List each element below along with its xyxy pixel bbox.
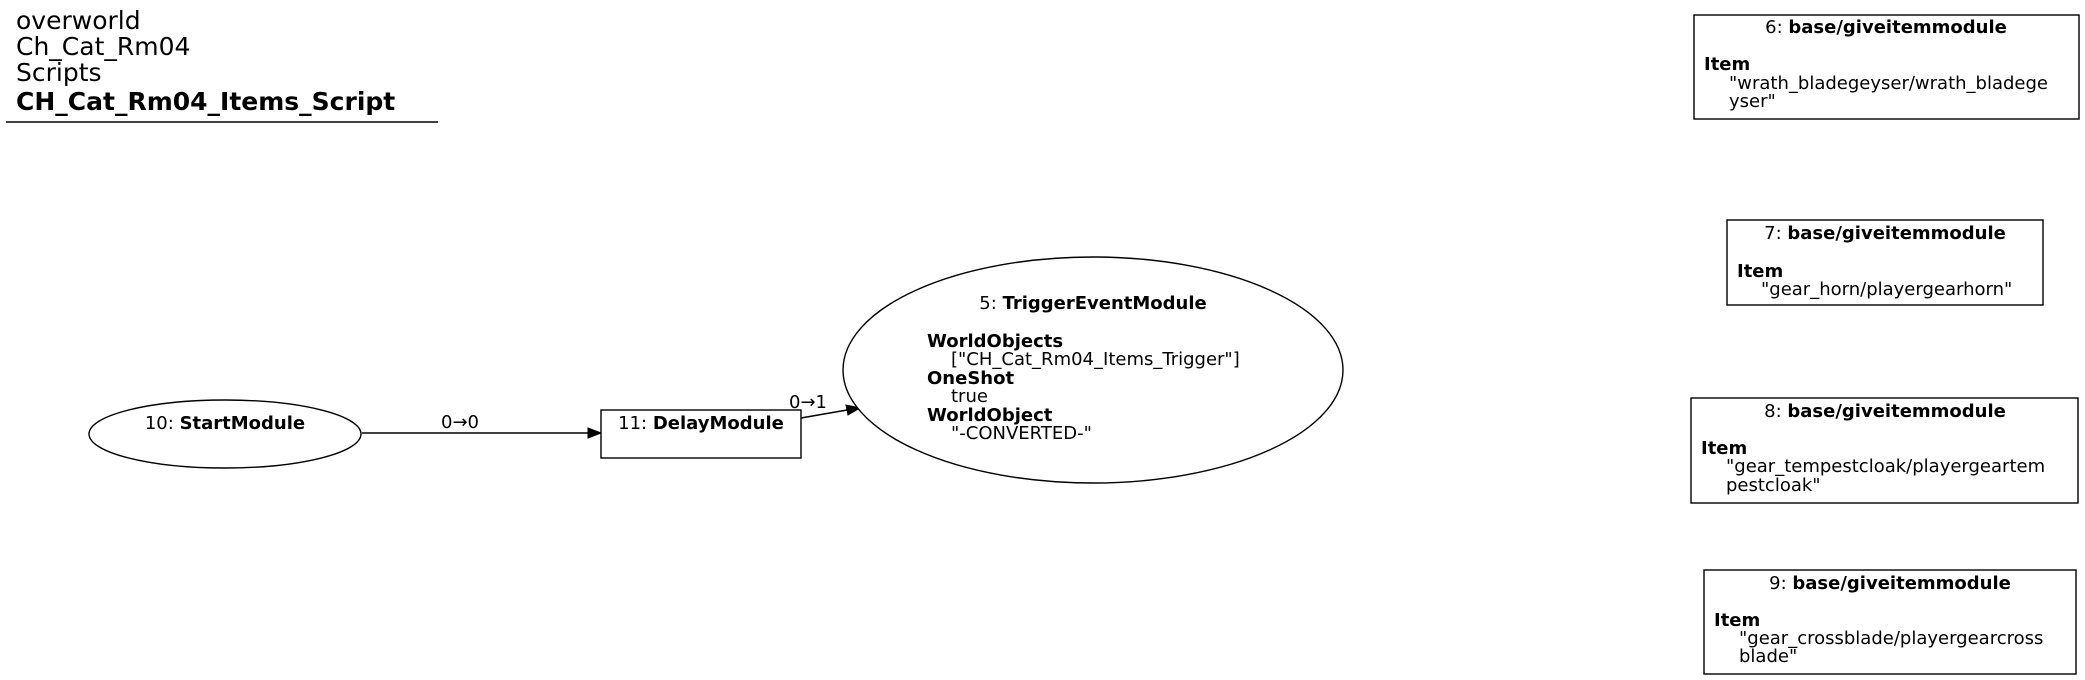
title-line-2: Ch_Cat_Rm04 [16, 32, 190, 61]
node-9-give-item-module[interactable]: 9: base/giveitemmodule Item "gear_crossb… [1703, 569, 2077, 675]
prop-oneshot-key: OneShot [927, 368, 1014, 389]
node-label: 11: DelayModule [618, 413, 784, 434]
graph-title: overworld Ch_Cat_Rm04 Scripts CH_Cat_Rm0… [6, 6, 438, 123]
prop-worldobjects-value: ["CH_Cat_Rm04_Items_Trigger"] [951, 349, 1240, 370]
node-shape [842, 256, 1344, 484]
node-shape [1690, 397, 2079, 504]
node-label: 7: base/giveitemmodule [1764, 223, 2006, 244]
node-label: 5: TriggerEventModule [979, 293, 1206, 314]
title-line-1: overworld [16, 6, 141, 35]
edge-11-to-5: 0→1 [789, 392, 862, 419]
prop-oneshot-value: true [951, 386, 988, 407]
prop-item-value-line-1: "gear_horn/playergearhorn" [1761, 279, 2012, 300]
node-shape [600, 409, 802, 459]
prop-item-key: Item [1737, 261, 1783, 282]
prop-item-value-line-1: "gear_crossblade/playergearcross [1739, 628, 2043, 649]
prop-item-value-line-2: yser" [1729, 91, 1776, 112]
title-script-name: CH_Cat_Rm04_Items_Script [16, 87, 395, 116]
node-shape [1693, 14, 2080, 120]
node-shape [1726, 219, 2044, 306]
prop-item-value-line-2: blade" [1739, 646, 1797, 667]
prop-item-value-line-2: pestcloak" [1726, 475, 1821, 496]
edge-arrowhead [587, 427, 603, 439]
prop-worldobject-value: "-CONVERTED-" [951, 423, 1092, 444]
edge-10-to-11: 0→0 [362, 412, 603, 439]
node-shape [1703, 569, 2077, 675]
prop-item-key: Item [1714, 610, 1760, 631]
prop-item-value-line-1: "wrath_bladegeyser/wrath_bladege [1729, 73, 2048, 94]
node-label: 8: base/giveitemmodule [1764, 401, 2006, 422]
node-7-give-item-module[interactable]: 7: base/giveitemmodule Item "gear_horn/p… [1726, 219, 2044, 306]
node-shape [88, 399, 362, 469]
node-label: 10: StartModule [145, 413, 305, 434]
node-5-trigger-event-module[interactable]: 5: TriggerEventModule WorldObjects ["CH_… [842, 256, 1344, 484]
prop-item-key: Item [1701, 438, 1747, 459]
prop-item-value-line-1: "gear_tempestcloak/playergeartem [1726, 456, 2045, 477]
node-label: 9: base/giveitemmodule [1769, 573, 2011, 594]
node-10-start-module[interactable]: 10: StartModule [88, 399, 362, 469]
prop-worldobjects-key: WorldObjects [927, 331, 1063, 352]
prop-worldobject-key: WorldObject [927, 405, 1053, 426]
edge-line [800, 409, 848, 419]
edge-label: 0→1 [789, 392, 827, 413]
prop-item-key: Item [1704, 54, 1750, 75]
node-label: 6: base/giveitemmodule [1765, 17, 2007, 38]
edge-label: 0→0 [441, 412, 479, 433]
node-11-delay-module[interactable]: 11: DelayModule [600, 409, 802, 459]
node-6-give-item-module[interactable]: 6: base/giveitemmodule Item "wrath_blade… [1693, 14, 2080, 120]
node-8-give-item-module[interactable]: 8: base/giveitemmodule Item "gear_tempes… [1690, 397, 2079, 504]
title-line-3: Scripts [16, 58, 102, 87]
